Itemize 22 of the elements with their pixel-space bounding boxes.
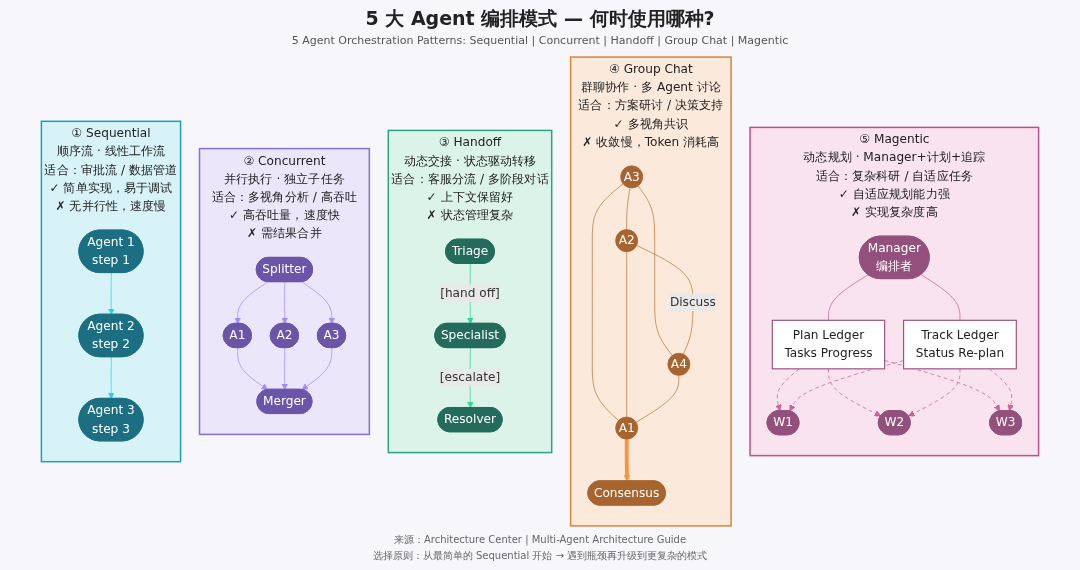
node-circle: A4 [667, 352, 691, 376]
node-circle: A2 [615, 229, 639, 253]
connector [636, 245, 694, 355]
arrow [623, 439, 631, 482]
diagram-title: 5 大 Agent 编排模式 — 何时使用哪种? [365, 6, 715, 31]
connector [637, 185, 673, 356]
node-circle: A1 [615, 416, 639, 440]
connector [626, 187, 631, 230]
footer-note: 选择原则：从最简单的 Sequential 开始 → 遇到瓶颈再升级到更复杂的模式 [372, 549, 708, 563]
edge-label: [escalate] [439, 369, 501, 385]
edge-label: [hand off] [440, 285, 500, 301]
subtitle: 5 Agent Orchestration Patterns: Sequential | Concurrent | Handoff | Group Chat | Magentic [291, 34, 789, 47]
edge-label: Discuss [669, 294, 716, 310]
connector [920, 274, 961, 321]
connector [591, 183, 624, 421]
connector [626, 251, 628, 418]
node-box: Plan Ledger Tasks Progress [771, 319, 886, 370]
connector [635, 375, 680, 423]
node-circle: A3 [620, 165, 644, 189]
node-box: Track Ledger Status Re-plan [903, 319, 1017, 370]
connector [828, 274, 869, 321]
source-note: 来源：Architecture Center | Multi-Agent Architecture Guide [393, 533, 687, 547]
